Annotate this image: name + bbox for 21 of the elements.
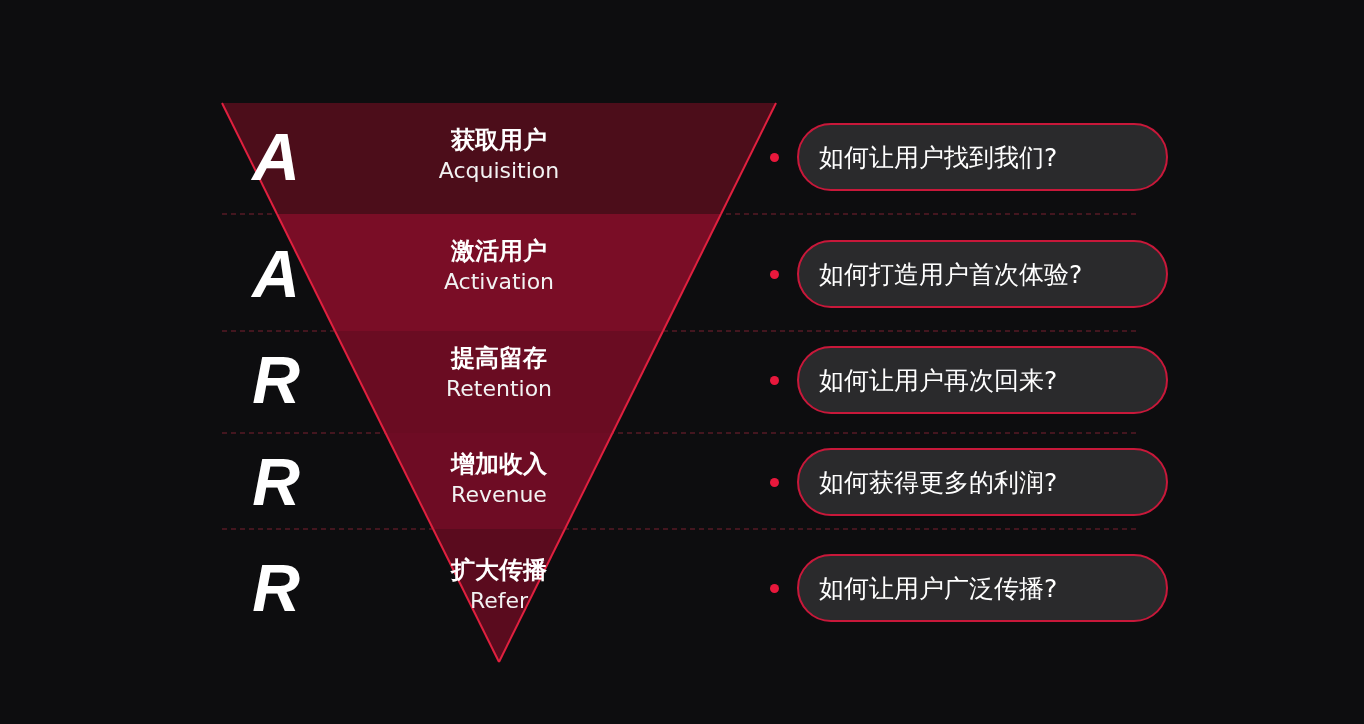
stage-title: 提高留存 bbox=[451, 343, 547, 373]
stage-letter: R bbox=[251, 555, 301, 621]
funnel-band bbox=[222, 103, 776, 214]
question-text: 如何让用户再次回来? bbox=[819, 364, 1058, 397]
stage-title: 激活用户 bbox=[451, 236, 547, 266]
stage-subtitle: Retention bbox=[445, 375, 553, 403]
stage-title: 获取用户 bbox=[451, 125, 547, 155]
stage-letter: A bbox=[250, 241, 301, 307]
question-text: 如何让用户找到我们? bbox=[819, 141, 1058, 174]
stage-subtitle: Activation bbox=[443, 268, 555, 296]
stage-title: 扩大传播 bbox=[451, 555, 547, 585]
stage-title: 增加收入 bbox=[451, 449, 547, 479]
stage-letter: R bbox=[251, 449, 301, 515]
stage-letter: A bbox=[250, 124, 301, 190]
stage-subtitle: Acquisition bbox=[438, 157, 560, 185]
stage-subtitle: Refer bbox=[469, 587, 529, 615]
stage-letter: R bbox=[251, 347, 301, 413]
stage-subtitle: Revenue bbox=[451, 481, 547, 509]
question-text: 如何让用户广泛传播? bbox=[819, 572, 1058, 605]
question-text: 如何打造用户首次体验? bbox=[819, 258, 1083, 291]
question-text: 如何获得更多的利润? bbox=[819, 466, 1058, 499]
